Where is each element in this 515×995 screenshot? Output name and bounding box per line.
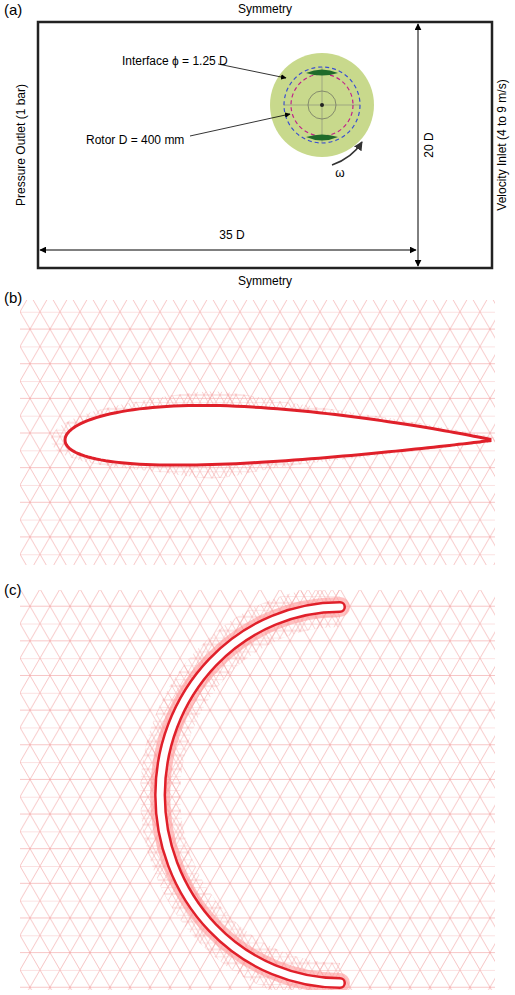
dimension-line: [418, 24, 419, 266]
airfoil-mesh: [20, 300, 495, 565]
leader-line: [218, 64, 286, 78]
domain-frame: [38, 22, 492, 268]
center-dot: [320, 103, 324, 107]
leader-line: [190, 114, 290, 136]
dimension-label: 20 D: [423, 132, 436, 157]
boundary-mesh: [51, 391, 495, 478]
symbol-label: ω: [335, 167, 344, 180]
panel-letter: (c): [4, 582, 22, 599]
airfoil: [65, 405, 490, 465]
dimension-label: 35 D: [217, 229, 246, 242]
blade: [306, 70, 338, 76]
boundary-label: Pressure Outlet (1 bar): [15, 84, 28, 206]
panel-letter: (b): [4, 290, 22, 307]
boundary-label: Symmetry: [238, 3, 292, 16]
blade: [306, 135, 338, 141]
rotating-zone: [270, 53, 374, 157]
panel-letter: (a): [4, 2, 22, 19]
boundary-label: Symmetry: [238, 275, 292, 288]
boundary-label: Velocity Inlet (4 to 9 m/s): [496, 79, 509, 210]
callout-label: Interface ϕ = 1.25 D: [122, 55, 228, 68]
callout-label: Rotor D = 400 mm: [86, 134, 184, 147]
dimension-line: [40, 250, 416, 251]
savonius-blade-mesh: [20, 590, 495, 990]
rotation-arrow: [332, 142, 362, 165]
interface-circle: [284, 67, 360, 143]
